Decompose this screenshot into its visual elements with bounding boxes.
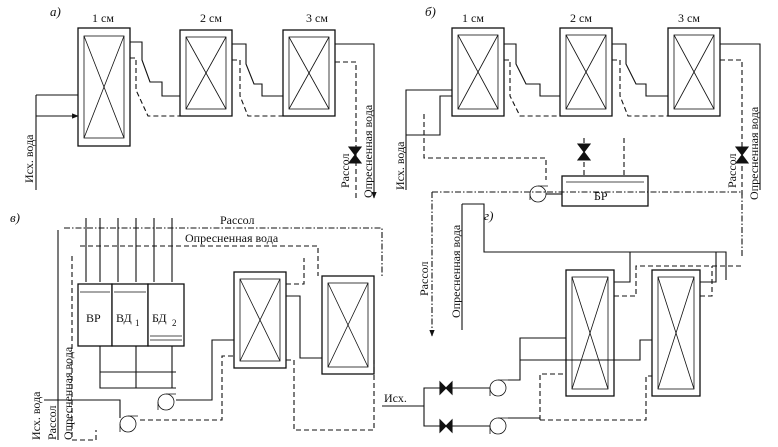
- v-tank-vd1-label: ВД: [116, 311, 132, 325]
- v-tank-vd1-sub: 1: [135, 318, 140, 328]
- panel-a: а) 1 см 2 см 3 см Исх. вода Рассол Опрес…: [22, 4, 375, 198]
- v-product-header: [80, 245, 319, 276]
- v-brine-vertical-label: Рассол: [45, 406, 59, 440]
- panel-v-product-label: Опресненная вода: [185, 231, 279, 245]
- b-stage-1-label: 1 см: [462, 11, 484, 25]
- panel-b-tag: б): [425, 4, 436, 19]
- v-inlet-label: Исх. вода: [29, 391, 43, 440]
- panel-v-tag: в): [10, 210, 20, 225]
- b-pump: [529, 185, 548, 203]
- v-inlet-line: [44, 230, 121, 440]
- panel-g-inlet-label: Исх.: [384, 391, 407, 405]
- b-electrodialyzer-stage-1: [451, 27, 505, 117]
- v-electrodialyzer-1: [233, 271, 287, 369]
- panel-g-brine-label: Рассол: [417, 262, 431, 296]
- panel-b-inlet-label: Исх. вода: [393, 141, 407, 190]
- v-tank-feeds: [85, 218, 173, 282]
- brine-valve-a: [347, 146, 363, 164]
- panel-a-tag: а): [50, 4, 61, 19]
- v-circulation-dashed: [140, 258, 375, 431]
- panel-g-tag: г): [484, 208, 493, 223]
- g-product-header: [461, 203, 727, 330]
- g-pump-1: [489, 379, 508, 397]
- stage-1-label: 1 см: [92, 11, 114, 25]
- dilute-path-a: [130, 41, 374, 198]
- g-electrodialyzer-1: [565, 269, 615, 397]
- b-electrodialyzer-stage-3: [667, 27, 721, 117]
- g-pump-2: [489, 417, 508, 435]
- stage-3-label: 3 см: [306, 11, 328, 25]
- panel-a-inlet-label: Исх. вода: [22, 134, 36, 183]
- g-inlet-line: [382, 387, 490, 427]
- stage-2-label: 2 см: [200, 11, 222, 25]
- v-brine-header: [64, 227, 383, 276]
- v-electrodialyzer-2: [321, 275, 375, 375]
- b-stage-2-label: 2 см: [570, 11, 592, 25]
- panel-b: б) 1 см 2 см 3 см БР: [393, 4, 761, 207]
- g-dilute-lines: [519, 252, 717, 361]
- v-tank-bd2-label: БД: [152, 311, 167, 325]
- panel-g-product-label: Опресненная вода: [449, 224, 463, 318]
- b-tank-label: БР: [594, 189, 608, 203]
- panel-v: в) Рассол Опресненная вода ВР ВД 1 БД 2: [10, 210, 383, 441]
- v-pump-1: [157, 393, 176, 411]
- v-tank-vr-label: ВР: [86, 311, 101, 325]
- panel-b-brine-label: Рассол: [725, 154, 739, 188]
- panel-a-brine-label: Рассол: [338, 154, 352, 188]
- v-product-vertical-label: Опресненная вода: [61, 346, 75, 440]
- g-pump-outlets: [508, 360, 540, 419]
- v-circulation-solid: [176, 295, 322, 401]
- b-recycle-tank: БР: [561, 175, 649, 207]
- b-brine-valve: [734, 146, 750, 164]
- feed-line-a: [36, 94, 78, 116]
- brine-path-a: [130, 57, 357, 198]
- b-recycle-path: [423, 114, 625, 180]
- v-tank-bd2-sub: 2: [172, 318, 177, 328]
- b-stage-3-label: 3 см: [678, 11, 700, 25]
- electrodialyzer-stage-2: [179, 29, 233, 117]
- b-dilute-path: [504, 43, 761, 190]
- panel-v-brine-label: Рассол: [220, 213, 254, 227]
- g-electrodialyzer-2: [651, 269, 701, 397]
- panel-g: г) Рассол Опресненная вода Исх.: [382, 191, 743, 435]
- electrodialyzer-stage-3: [282, 29, 336, 117]
- g-inlet-valves: [439, 380, 453, 434]
- b-feed-line: [405, 89, 452, 190]
- panel-a-product-label: Опресненная вода: [361, 104, 375, 198]
- v-pump-2: [119, 415, 138, 433]
- electrodialyzer-stage-1: [77, 27, 131, 147]
- v-tank-outlets: [99, 346, 176, 389]
- v-tank-group: ВР ВД 1 БД 2: [77, 283, 185, 347]
- v-product-riser: [71, 256, 97, 441]
- b-electrodialyzer-stage-2: [559, 27, 613, 117]
- b-tank-valve: [576, 143, 592, 161]
- g-brine-lines: [539, 265, 742, 421]
- panel-b-product-label: Опресненная вода: [747, 106, 761, 200]
